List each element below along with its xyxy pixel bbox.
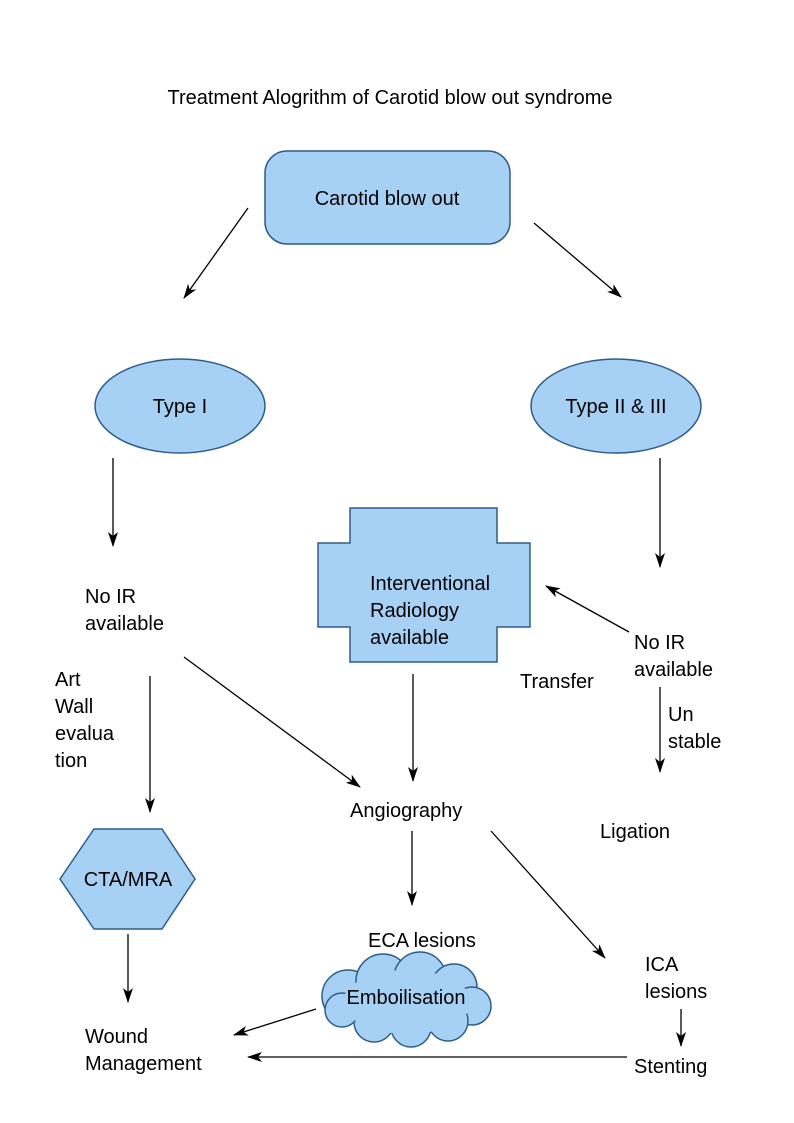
art-wall-evaluation-line3: evalua — [55, 723, 115, 745]
arrow-no-ir-to-angiography — [183, 656, 361, 788]
ica-lesions-line2: lesions — [645, 981, 707, 1003]
transfer-label: Transfer — [520, 671, 594, 693]
no-ir-left-line1: No IR — [85, 586, 136, 608]
arrow-embolisation-to-wound — [233, 1008, 317, 1036]
arrow-angiography-to-ica — [490, 830, 606, 959]
art-wall-evaluation-line2: Wall — [55, 696, 93, 718]
unstable-line2: stable — [668, 731, 721, 753]
arrow-transfer-to-ir — [545, 585, 630, 633]
cta-mra-label: CTA/MRA — [84, 869, 173, 891]
ligation-label: Ligation — [600, 821, 670, 843]
arrow-carotid-to-type1 — [183, 207, 249, 299]
type1-ellipse — [94, 358, 266, 454]
diagram-title: Treatment Alogrithm of Carotid blow out … — [167, 87, 612, 109]
type1-label: Type I — [153, 396, 207, 418]
unstable-line1: Un — [668, 704, 694, 726]
no-ir-right-line1: No IR — [634, 632, 685, 654]
embolisation-cloud: Emboilisation — [321, 951, 492, 1048]
no-ir-left-line2: available — [85, 613, 164, 635]
angiography-label: Angiography — [350, 800, 462, 822]
eca-lesions-label: ECA lesions — [368, 930, 476, 952]
interventional-radiology-cross — [317, 507, 531, 663]
stenting-label: Stenting — [634, 1056, 707, 1078]
art-wall-evaluation-line1: Art — [55, 669, 81, 691]
type2-3-ellipse — [530, 358, 702, 454]
carotid-blow-out-box — [264, 150, 511, 245]
interventional-radiology-label-line2: Radiology — [370, 600, 459, 622]
embolisation-label: Emboilisation — [347, 987, 466, 1009]
carotid-blow-out-label: Carotid blow out — [315, 188, 460, 210]
no-ir-right-line2: available — [634, 659, 713, 681]
wound-management-line1: Wound — [85, 1026, 148, 1048]
interventional-radiology-label-line3: available — [370, 627, 449, 649]
art-wall-evaluation-line4: tion — [55, 750, 87, 772]
interventional-radiology-label-line1: Interventional — [370, 573, 490, 595]
type2-3-label: Type II & III — [565, 396, 666, 418]
wound-management-line2: Management — [85, 1053, 202, 1075]
arrow-carotid-to-type2-3 — [533, 222, 622, 298]
cta-mra-hexagon — [59, 828, 196, 930]
cloud-core — [343, 970, 471, 1034]
ica-lesions-line1: ICA — [645, 954, 679, 976]
